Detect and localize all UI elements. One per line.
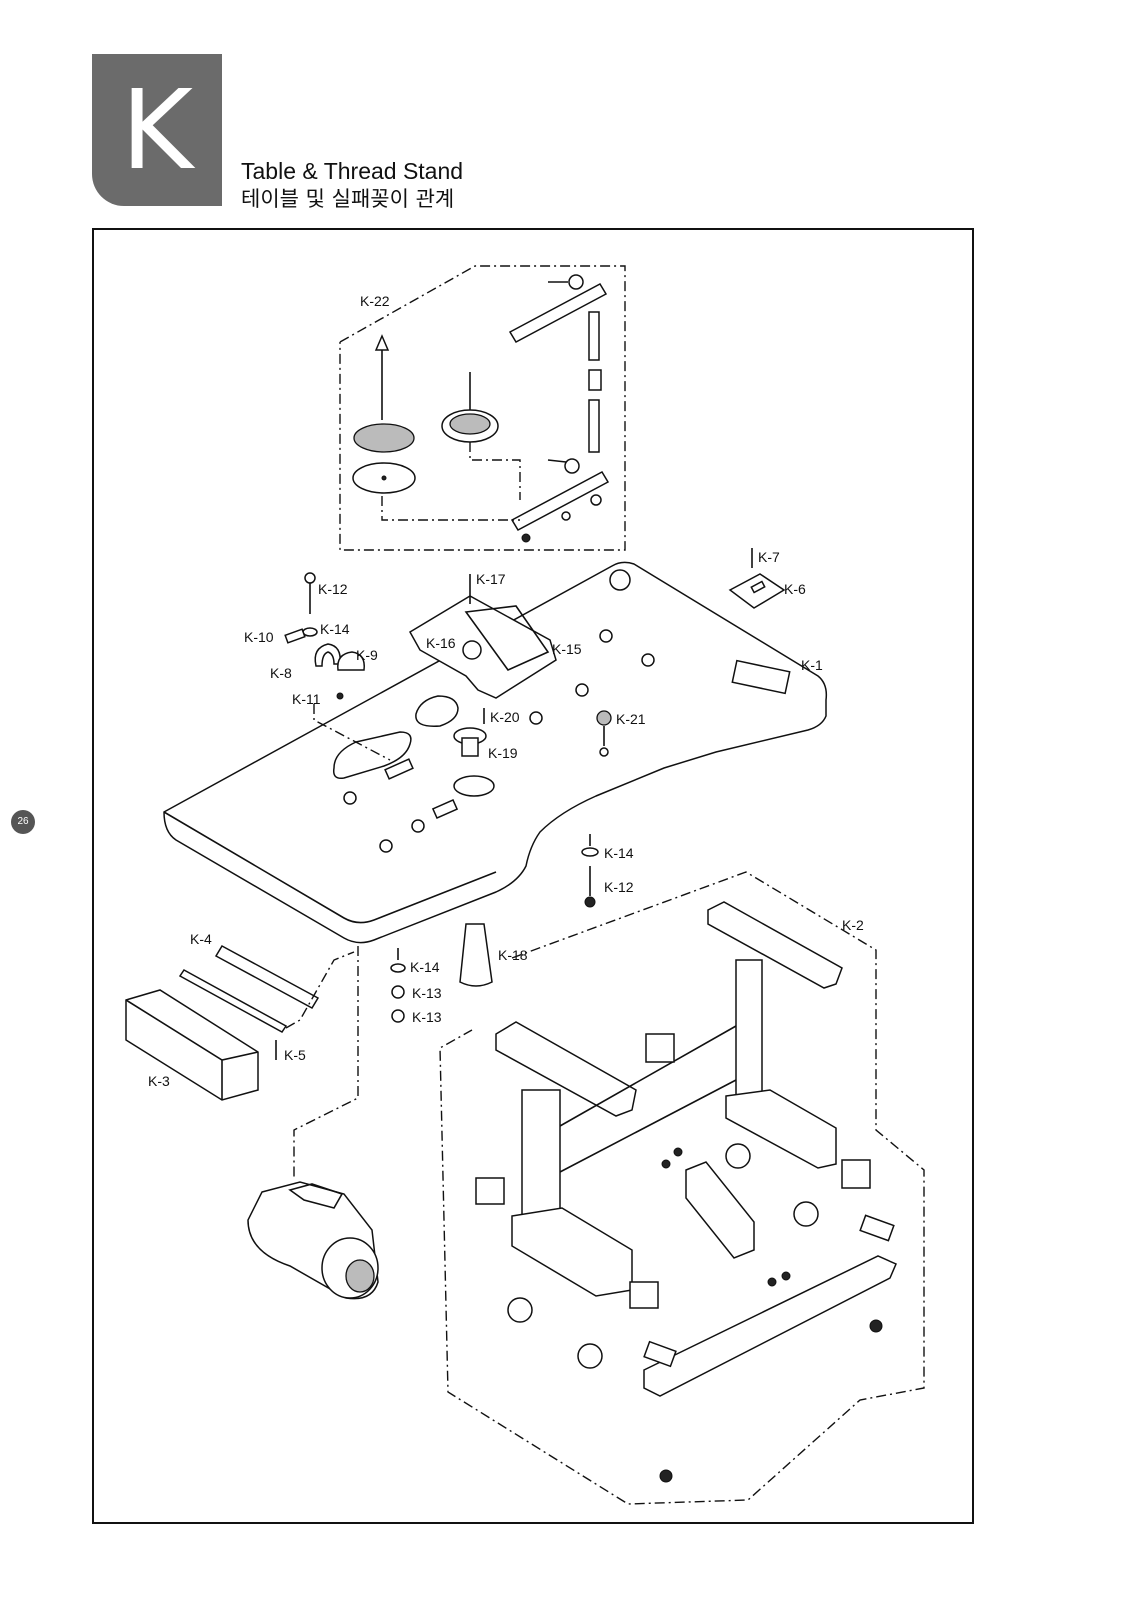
label-k4: K-4: [190, 931, 212, 947]
section-title-en: Table & Thread Stand: [241, 158, 464, 184]
label-k1: K-1: [801, 657, 823, 673]
label-k11: K-11: [292, 691, 321, 707]
label-k15: K-15: [552, 641, 582, 657]
label-k14-a: K-14: [320, 621, 350, 637]
bed-plate: K-17 K-16 K-15: [408, 571, 582, 699]
label-k7: K-7: [758, 549, 780, 565]
pulley-parts: K-20 K-19 K-21: [453, 708, 646, 761]
label-k14-b: K-14: [604, 845, 634, 861]
drawer-parts: K-7 K-6: [728, 548, 806, 609]
page-number: 26: [11, 810, 35, 834]
label-k8: K-8: [270, 665, 292, 681]
label-k19: K-19: [488, 745, 518, 761]
label-k13-a: K-13: [412, 985, 442, 1001]
label-k3: K-3: [148, 1073, 170, 1089]
label-k9: K-9: [356, 647, 378, 663]
servo-motor: [247, 946, 379, 1300]
label-k13-b: K-13: [412, 1009, 442, 1025]
label-k12-b: K-12: [604, 879, 634, 895]
label-k17: K-17: [476, 571, 506, 587]
label-k2: K-2: [842, 917, 864, 933]
under-table-parts: K-14 K-12 K-18 K-14 K-13 K-13: [390, 834, 634, 1025]
stand-frame: K-2: [439, 871, 925, 1505]
diagram-frame: [92, 228, 974, 1524]
label-k12-a: K-12: [318, 581, 348, 597]
drawer-assembly: K-4 K-5 K-3: [125, 931, 355, 1101]
label-k10: K-10: [244, 629, 274, 645]
label-k14-c: K-14: [410, 959, 440, 975]
label-k5: K-5: [284, 1047, 306, 1063]
label-k6: K-6: [784, 581, 806, 597]
section-tab: K: [92, 54, 222, 206]
label-k22: K-22: [360, 293, 390, 309]
label-k16: K-16: [426, 635, 456, 651]
section-letter: K: [120, 66, 194, 194]
label-k20: K-20: [490, 709, 520, 725]
label-k18: K-18: [498, 947, 528, 963]
label-k21: K-21: [616, 711, 646, 727]
section-title-ko: 테이블 및 실패꽂이 관계: [241, 187, 455, 211]
table-top: K-1: [163, 561, 828, 944]
thread-stand-group: K-22: [339, 265, 626, 551]
knee-lifter-parts: K-12 K-14 K-10 K-8 K-9 K-11: [244, 572, 391, 761]
